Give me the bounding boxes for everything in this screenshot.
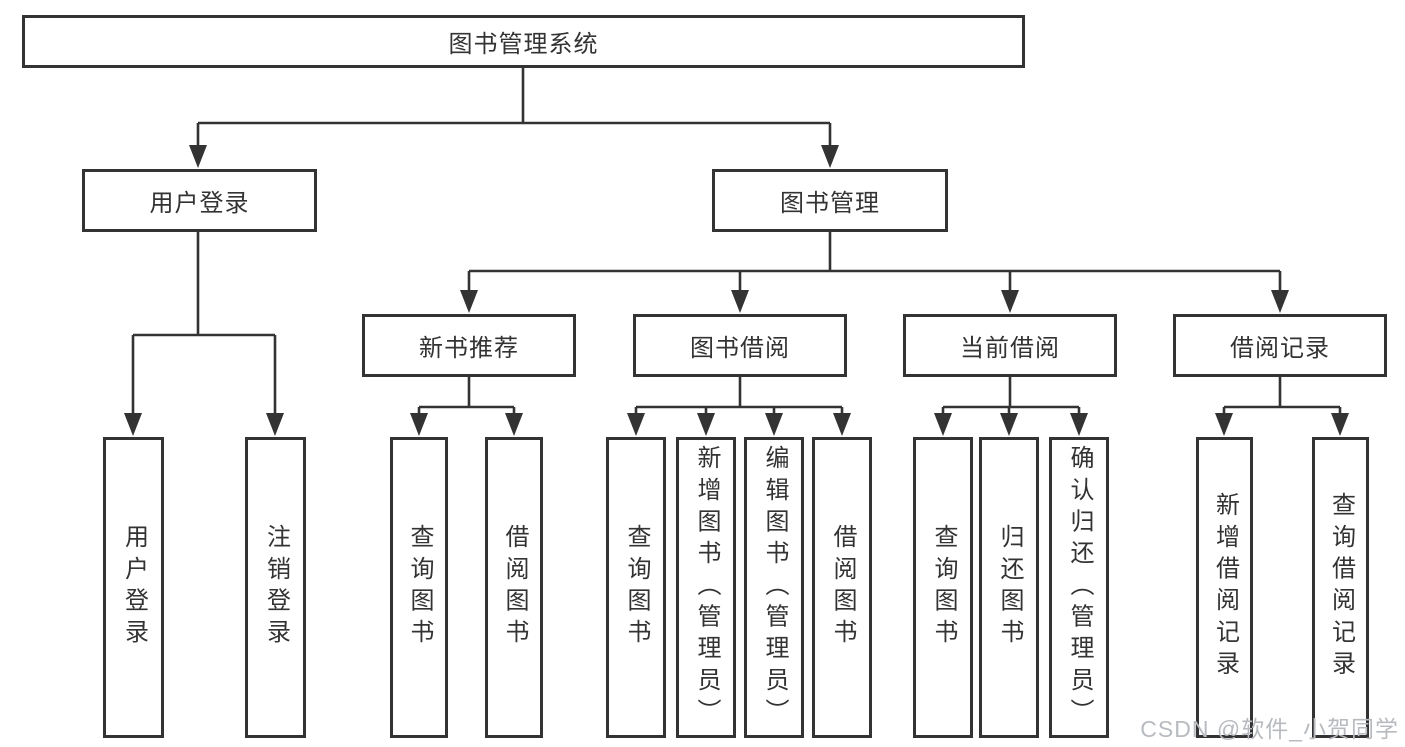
leaf-borrow-books-recommend: 借阅图书 [485,437,543,738]
connector-root-to-level1 [189,68,839,168]
connector-current-borrow-to-leaves [934,377,1088,436]
leaf-query-books-recommend: 查询图书 [390,437,448,738]
node-root-library-system: 图书管理系统 [22,15,1025,68]
csdn-watermark: CSDN @软件_小贺同学 [1140,716,1399,742]
leaf-borrow-books: 借阅图书 [812,437,872,738]
node-user-login: 用户登录 [82,169,317,232]
connector-borrow-records-to-leaves [1215,377,1349,436]
leaf-query-books-current: 查询图书 [913,437,973,738]
leaf-add-borrow-record: 新增借阅记录 [1196,437,1253,738]
node-borrow-records: 借阅记录 [1173,314,1387,377]
leaf-edit-books-admin: 编辑图书（管理员） [744,437,804,738]
node-current-borrow: 当前借阅 [903,314,1117,377]
node-new-book-recommend: 新书推荐 [362,314,576,377]
leaf-logout: 注销登录 [245,437,306,738]
connector-book-management-to-level2 [460,232,1289,313]
leaf-add-books-admin: 新增图书（管理员） [676,437,736,738]
leaf-query-borrow-record: 查询借阅记录 [1312,437,1369,738]
node-book-borrow: 图书借阅 [633,314,847,377]
node-book-management: 图书管理 [712,169,948,232]
connector-user-login-to-leaves [124,232,284,436]
connector-book-borrow-to-leaves [627,377,851,436]
leaf-query-books-borrow: 查询图书 [606,437,666,738]
connector-new-book-recommend-to-leaves [410,377,523,436]
leaf-return-books: 归还图书 [979,437,1039,738]
leaf-user-login: 用户登录 [103,437,164,738]
leaf-confirm-return-admin: 确认归还（管理员） [1049,437,1109,738]
